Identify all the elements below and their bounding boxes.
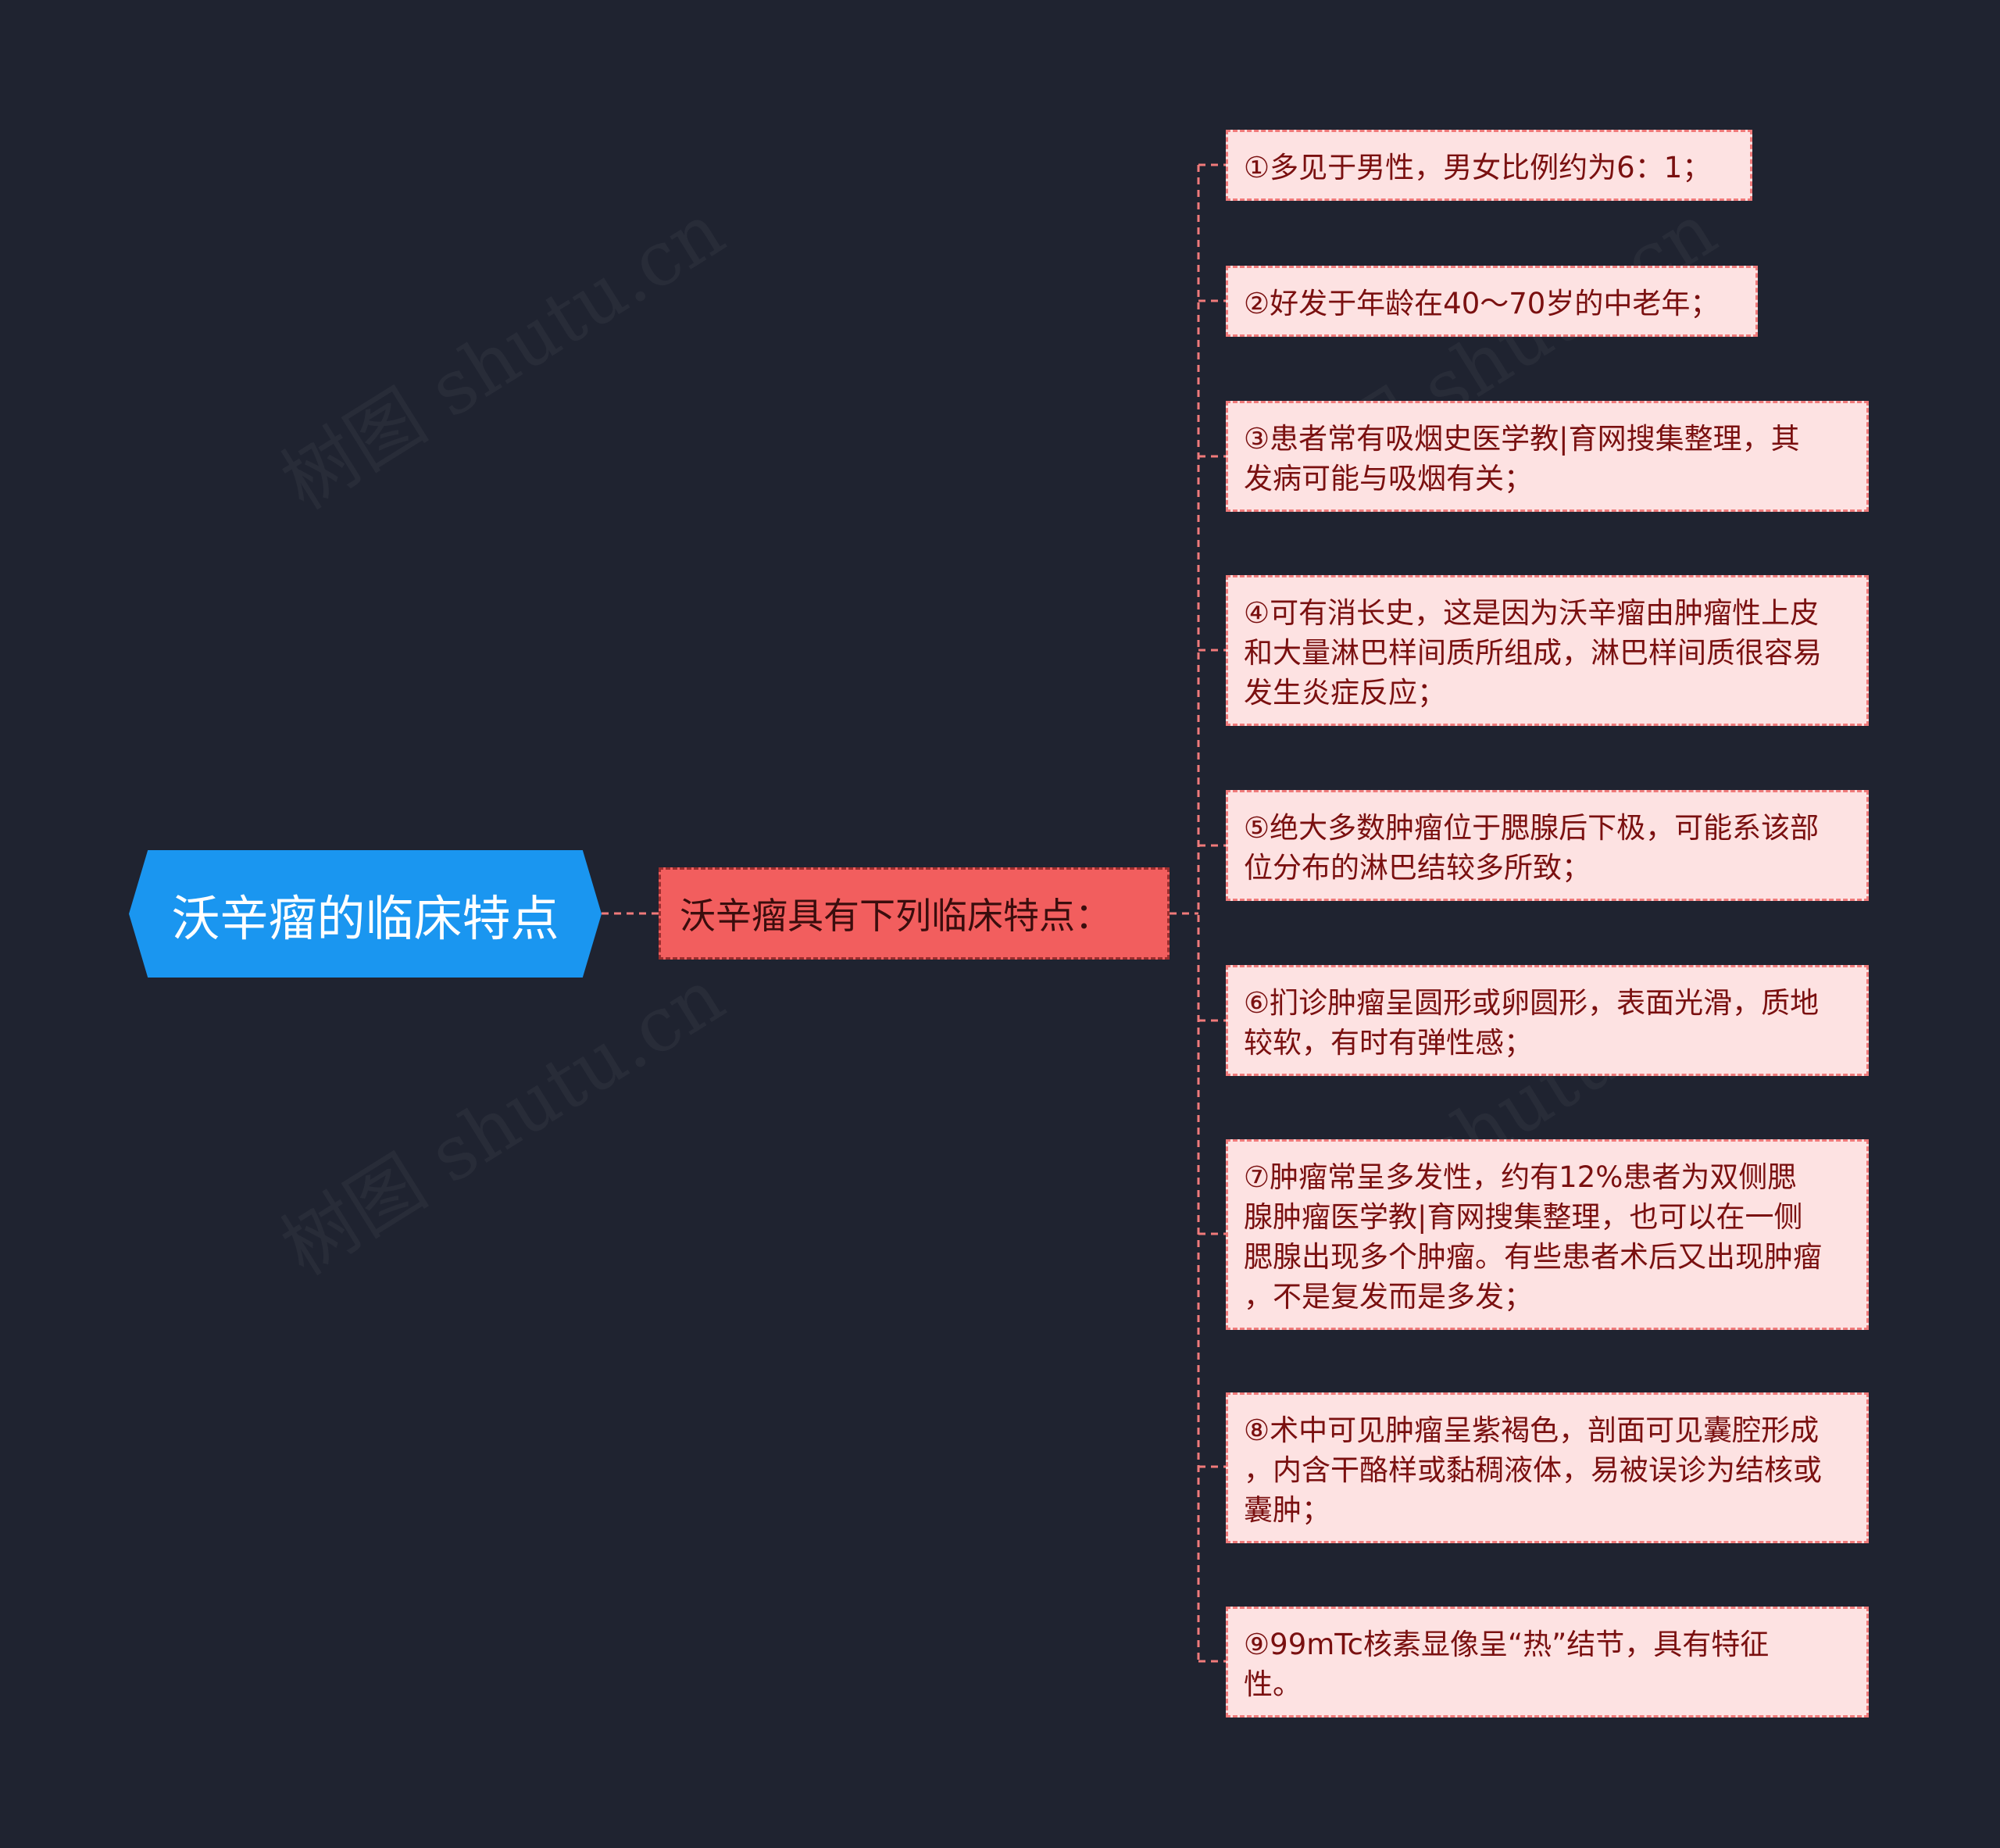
leaf-node-3[interactable]: ③患者常有吸烟史医学教|育网搜集整理，其 发病可能与吸烟有关； [1226,401,1869,512]
branch-node[interactable]: 沃辛瘤具有下列临床特点： [659,867,1170,960]
root-node-label: 沃辛瘤的临床特点 [171,889,559,947]
watermark: 树图 shutu.cn [258,172,741,530]
leaf-node-5[interactable]: ⑤绝大多数肿瘤位于腮腺后下极，可能系该部 位分布的淋巴结较多所致； [1226,790,1869,901]
leaf-node-6[interactable]: ⑥扪诊肿瘤呈圆形或卵圆形，表面光滑，质地 较软，有时有弹性感； [1226,965,1869,1076]
watermark: 树图 shutu.cn [258,938,741,1296]
branch-node-label: 沃辛瘤具有下列临床特点： [680,895,1111,937]
leaf-node-9[interactable]: ⑨99mTc核素显像呈“热”结节，具有特征 性。 [1226,1607,1869,1718]
leaf-node-7[interactable]: ⑦肿瘤常呈多发性，约有12%患者为双侧腮 腺肿瘤医学教|育网搜集整理，也可以在一… [1226,1139,1869,1330]
leaf-node-2[interactable]: ②好发于年龄在40～70岁的中老年； [1226,266,1758,337]
leaf-node-1[interactable]: ①多见于男性，男女比例约为6：1； [1226,130,1752,201]
leaf-node-4[interactable]: ④可有消长史，这是因为沃辛瘤由肿瘤性上皮 和大量淋巴样间质所组成，淋巴样间质很容… [1226,575,1869,726]
leaf-node-8[interactable]: ⑧术中可见肿瘤呈紫褐色，剖面可见囊腔形成 ，内含干酪样或黏稠液体，易被误诊为结核… [1226,1392,1869,1543]
root-node[interactable]: 沃辛瘤的临床特点 [129,850,602,978]
